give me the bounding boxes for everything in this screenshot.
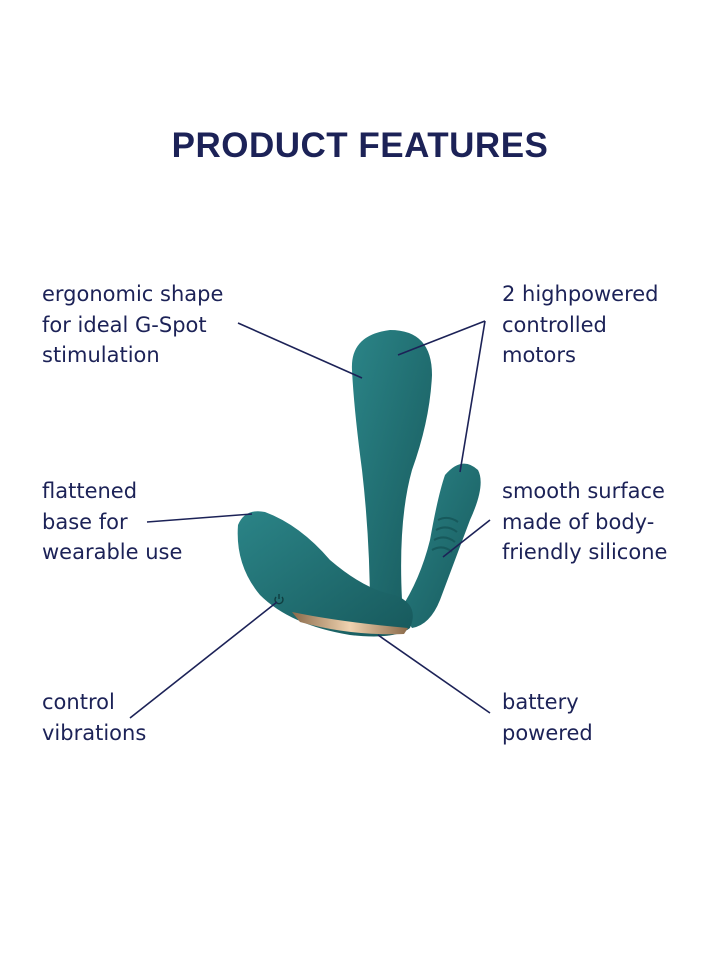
base: [237, 511, 413, 637]
feature-flattened-base: flattened base for wearable use: [42, 479, 183, 564]
power-icon: [274, 594, 284, 605]
main-arm: [351, 330, 432, 610]
feature-battery-powered: battery powered: [502, 690, 593, 745]
feature-control-vibrations: control vibrations: [42, 690, 147, 745]
feature-smooth-surface: smooth surface made of body- friendly si…: [502, 479, 668, 564]
feature-motors: 2 highpowered controlled motors: [502, 282, 659, 367]
feature-ergonomic-shape: ergonomic shape for ideal G-Spot stimula…: [42, 282, 224, 367]
small-arm: [400, 463, 481, 628]
gold-band: [292, 612, 408, 635]
page-title: PRODUCT FEATURES: [171, 126, 549, 165]
leader-lines: [129, 320, 491, 719]
